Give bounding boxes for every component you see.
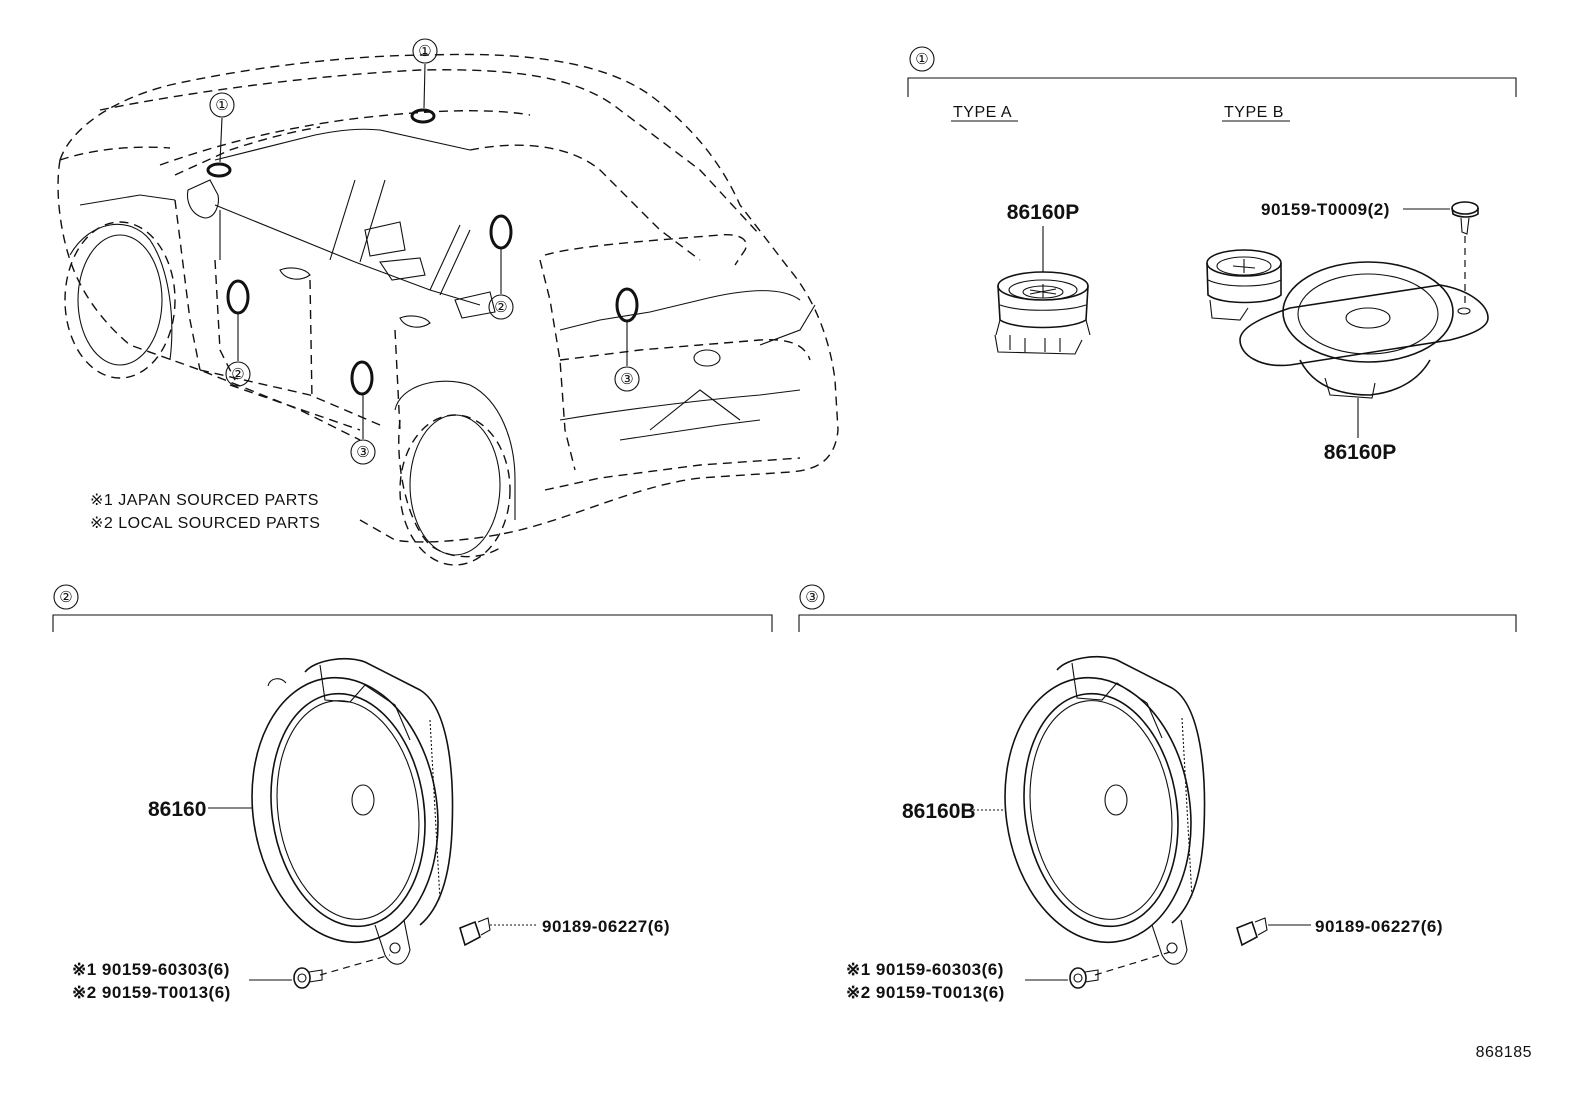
speaker-location-ring [410,108,436,124]
tweeter-type-b [1206,249,1489,399]
part-number-screw-90159-t0013: ※2 90159-T0013(6) [846,983,1005,1002]
part-number-screw-90159-60303: ※1 90159-60303(6) [846,960,1004,979]
part-number-clip-90189-06227: 90189-06227(6) [1315,917,1443,936]
section-3-marker: ③ [805,589,818,606]
part-number-screw-90159-60303: ※1 90159-60303(6) [72,960,230,979]
vehicle-callout-2: ② [231,366,244,383]
vehicle-callout-3: ③ [620,371,633,388]
vehicle-callout-2: ② [494,299,507,316]
section-2-front-door-speaker: ② 86160 90189-06227(6) [52,584,773,1002]
part-number-screw-90159-t0013: ※2 90159-T0013(6) [72,983,231,1002]
type-a-label: TYPE A [953,104,1012,121]
clip-icon [1236,917,1268,947]
part-number-86160: 86160 [148,798,206,821]
screw-icon [1069,967,1099,989]
clip-icon [459,917,491,947]
speaker-location-ring [350,360,374,396]
screw-icon [293,967,323,989]
type-b-label: TYPE B [1224,104,1284,121]
part-number-screw-90159-t0009: 90159-T0009(2) [1261,200,1390,219]
part-number-86160p-type-b: 86160P [1324,441,1396,464]
illustration-number: 868185 [1476,1044,1532,1061]
speaker-location-ring [489,214,513,250]
tweeter-type-a [994,271,1091,355]
section-2-marker: ② [59,589,72,606]
note-local-sourced: ※2 LOCAL SOURCED PARTS [90,515,320,532]
vehicle-callout-3: ③ [356,444,369,461]
part-number-clip-90189-06227: 90189-06227(6) [542,917,670,936]
section-3-rear-door-speaker: ③ 86160B 90189-06227(6) [798,584,1517,1002]
vehicle-illustration: ① ① ② ② ③ ③ [57,38,839,566]
speaker-86160b [1004,656,1206,965]
vehicle-callout-1: ① [418,43,431,60]
note-japan-sourced: ※1 JAPAN SOURCED PARTS [90,492,319,509]
screw-icon [1451,201,1479,235]
part-number-86160b: 86160B [902,800,976,823]
speaker-location-ring [206,162,232,178]
section-1-marker: ① [915,51,928,68]
speaker-location-ring [226,279,250,315]
section-1-tweeter: ① TYPE A TYPE B 86160P [907,46,1517,464]
part-number-86160p-type-a: 86160P [1007,201,1079,224]
vehicle-callout-1: ① [215,97,228,114]
speaker-86160 [251,658,454,965]
